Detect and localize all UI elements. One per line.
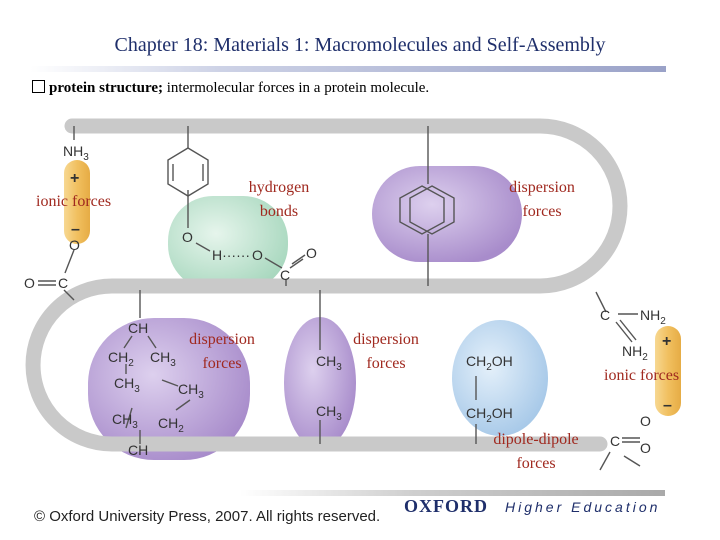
label-hydrogen-bonds: hydrogen bonds (236, 176, 322, 224)
svg-text:O: O (640, 413, 651, 429)
label-dipole-dipole: dipole-dipole forces (478, 428, 594, 476)
svg-text:CH3: CH3 (114, 375, 140, 395)
purple-blob-top (372, 166, 522, 262)
svg-text:CH: CH (128, 442, 148, 458)
svg-text:CH3: CH3 (316, 353, 342, 373)
purple-blob-left (88, 318, 250, 460)
svg-text:C: C (280, 267, 290, 283)
label-dispersion-top-line1: dispersion (509, 179, 575, 196)
svg-text:CH3: CH3 (112, 411, 138, 431)
svg-text:H······: H······ (212, 247, 250, 263)
positive-charge-pill-right (655, 326, 681, 416)
label-dipole-line2: forces (516, 455, 556, 472)
label-dipole-line1: dipole-dipole (493, 431, 579, 448)
svg-text:–: – (663, 397, 672, 414)
svg-text:O: O (182, 229, 193, 245)
bullet-bold-text: protein structure; (49, 80, 164, 96)
positive-charge-pill-left (64, 160, 90, 244)
svg-text:O: O (24, 275, 35, 291)
svg-text:NH2: NH2 (622, 343, 648, 363)
svg-text:CH2OH: CH2OH (466, 405, 513, 425)
svg-text:CH3: CH3 (178, 381, 204, 401)
green-hbond-blob (168, 196, 288, 290)
label-dispersion-middle: dispersion forces (340, 328, 432, 376)
svg-text:CH2: CH2 (158, 415, 184, 435)
svg-text:O: O (69, 237, 80, 253)
protein-backbone (25, 118, 628, 452)
svg-text:C: C (600, 307, 610, 323)
bullet-line: protein structure; intermolecular forces… (32, 80, 429, 97)
svg-text:O: O (306, 245, 317, 261)
svg-text:C: C (58, 275, 68, 291)
label-hydrogen-line2: bonds (259, 203, 299, 220)
svg-text:NH3: NH3 (63, 143, 89, 163)
svg-text:–: – (71, 221, 80, 238)
svg-text:NH2: NH2 (640, 307, 666, 327)
footer-divider (240, 490, 665, 496)
oxford-tagline: Higher Education (505, 499, 661, 515)
bullet-text: intermolecular forces in a protein molec… (163, 80, 430, 96)
svg-text:O: O (640, 440, 651, 456)
label-ionic-forces-right: ionic forces (604, 367, 680, 384)
svg-text:CH3: CH3 (150, 349, 176, 369)
label-dispersion-top-line2: forces (522, 203, 562, 220)
svg-text:+: + (662, 333, 671, 350)
oxford-brand: OXFORD (404, 496, 488, 516)
svg-text:CH: CH (128, 320, 148, 336)
checkbox-bullet-icon (32, 80, 45, 93)
svg-text:CH2OH: CH2OH (466, 353, 513, 373)
svg-text:O: O (252, 247, 263, 263)
label-hydrogen-line1: hydrogen (248, 179, 310, 196)
svg-text:CH3: CH3 (316, 403, 342, 423)
title-divider (30, 66, 666, 72)
copyright-text: © Oxford University Press, 2007. All rig… (34, 508, 381, 525)
label-dispersion-left: dispersion forces (176, 328, 268, 376)
label-dispersion-top: dispersion forces (496, 176, 588, 224)
page-title: Chapter 18: Materials 1: Macromolecules … (114, 34, 606, 56)
svg-text:C: C (610, 433, 620, 449)
purple-blob-middle (284, 317, 356, 449)
label-dispersion-left-line1: dispersion (189, 331, 255, 348)
svg-text:CH2: CH2 (108, 349, 134, 369)
label-ionic-forces-left: ionic forces (36, 193, 112, 210)
side-chain-bonds (38, 126, 641, 471)
chemical-labels: NH3 + – O O C O H······ O C O C NH2 NH2 … (24, 143, 672, 458)
label-dispersion-middle-line1: dispersion (353, 331, 419, 348)
label-dispersion-middle-line2: forces (366, 355, 406, 372)
label-dispersion-left-line2: forces (202, 355, 242, 372)
svg-text:+: + (70, 170, 79, 187)
blue-dipole-blob (452, 320, 548, 436)
